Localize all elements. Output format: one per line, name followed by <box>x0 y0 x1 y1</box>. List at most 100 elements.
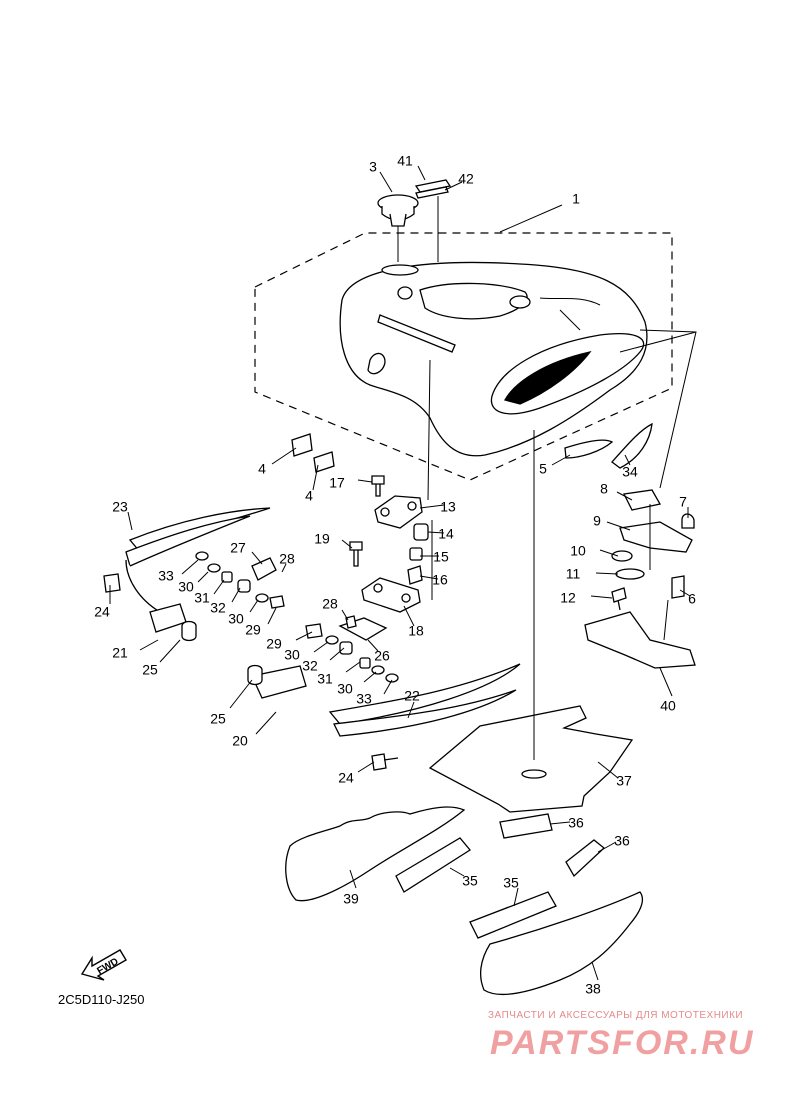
leader-line-4a <box>271 447 297 465</box>
bracket-9 <box>619 521 693 553</box>
watermark-brand: PARTSFOR.RU <box>490 1024 755 1062</box>
leader-line-20 <box>255 711 277 735</box>
part-label-8: 8 <box>600 481 608 497</box>
leader-line-9 <box>606 521 631 531</box>
assembly-boundary <box>254 232 673 481</box>
leader-line-25b <box>229 679 253 709</box>
bolt-24b <box>371 753 399 771</box>
bolt-24a <box>103 573 121 593</box>
rubber-32a <box>237 579 251 593</box>
leader-line-39 <box>349 869 357 889</box>
part-label-37: 37 <box>616 773 632 789</box>
part-label-20: 20 <box>232 733 248 749</box>
rubber-32b <box>339 641 353 655</box>
leader-line-28b <box>341 609 349 621</box>
part-label-30b: 30 <box>228 611 244 627</box>
leader-line-10 <box>599 549 619 557</box>
part-label-34: 34 <box>622 464 638 480</box>
part-label-40: 40 <box>660 698 676 714</box>
part-label-32a: 32 <box>210 600 226 616</box>
part-label-25a: 25 <box>142 662 158 678</box>
leader-line-6 <box>679 589 691 597</box>
leader-line-35b <box>513 887 519 907</box>
bolt-19 <box>349 541 363 567</box>
leader-line-40 <box>659 667 673 697</box>
part-label-31b: 31 <box>317 671 333 687</box>
decal-41 <box>414 179 452 193</box>
leader-line-30a <box>197 571 209 583</box>
pad-36a <box>499 813 553 839</box>
leader-line-29a <box>267 607 277 625</box>
part-label-26: 26 <box>374 648 390 664</box>
part-label-41: 41 <box>397 153 413 169</box>
collar-15 <box>409 547 423 561</box>
part-label-31a: 31 <box>194 590 210 606</box>
emblem-5 <box>564 439 614 459</box>
leader-line-22 <box>407 701 415 719</box>
pad-36b <box>565 839 605 878</box>
leader-line-37 <box>597 761 619 779</box>
washer-30b <box>255 593 269 603</box>
bolt-29a <box>269 595 285 609</box>
part-label-1: 1 <box>572 191 580 207</box>
part-label-32b: 32 <box>302 658 318 674</box>
part-label-18: 18 <box>408 623 424 639</box>
leader-line-31b <box>345 661 361 673</box>
leader-line-30b <box>249 599 259 613</box>
leader-line-28a <box>281 563 287 573</box>
fuel-tank <box>339 261 648 457</box>
part-label-11: 11 <box>566 566 581 582</box>
bolt-16 <box>407 565 423 585</box>
bolt-17 <box>371 475 385 497</box>
cover-39 <box>285 806 466 902</box>
washer-30a <box>207 563 221 573</box>
part-label-42: 42 <box>458 171 474 187</box>
part-label-25b: 25 <box>210 711 226 727</box>
part-label-35a: 35 <box>462 873 478 889</box>
part-label-10: 10 <box>570 543 586 559</box>
part-label-12: 12 <box>560 590 576 606</box>
bolt-12 <box>611 587 627 611</box>
collar-31b <box>359 657 371 669</box>
leader-line-36a <box>549 821 571 825</box>
watermark-subtitle: ЗАПЧАСТИ И АКСЕССУАРЫ ДЛЯ МОТОТЕХНИКИ <box>488 1010 744 1021</box>
bracket-40 <box>584 611 696 669</box>
collar-31a <box>221 571 233 583</box>
leader-line-30d <box>363 671 377 683</box>
part-label-9: 9 <box>593 513 601 529</box>
bracket-18 <box>361 577 421 613</box>
rubber-14 <box>413 523 429 541</box>
leader-line-5 <box>551 454 571 466</box>
part-label-27: 27 <box>230 540 246 556</box>
leader-line-17 <box>357 479 373 483</box>
leader-line-25a <box>159 639 181 663</box>
leader-line-26 <box>367 639 379 652</box>
leader-line-35a <box>449 867 465 877</box>
leader-line-32a <box>231 587 241 603</box>
part-label-36b: 36 <box>614 833 630 849</box>
screw-28b <box>345 615 357 629</box>
cover-38 <box>479 891 644 996</box>
leader-line-18 <box>403 605 415 627</box>
part-label-16: 16 <box>432 572 448 588</box>
collar-25a <box>181 620 197 642</box>
decal-42 <box>415 186 449 199</box>
trim-22 <box>328 663 521 737</box>
washer-30d <box>371 665 385 675</box>
part-label-23: 23 <box>112 499 128 515</box>
leader-line-33a <box>181 559 199 575</box>
emblem-34 <box>611 422 653 469</box>
part-label-39: 39 <box>343 891 359 907</box>
leader-line-27 <box>251 551 263 565</box>
part-label-24a: 24 <box>94 604 110 620</box>
part-label-19: 19 <box>314 531 330 547</box>
part-label-35b: 35 <box>503 875 519 891</box>
pad-4b <box>313 451 335 473</box>
leader-line-4b <box>312 464 319 491</box>
part-label-28b: 28 <box>322 596 338 612</box>
part-label-29b: 29 <box>266 636 282 652</box>
rubber-8 <box>623 489 662 511</box>
leader-line-16 <box>419 575 439 580</box>
